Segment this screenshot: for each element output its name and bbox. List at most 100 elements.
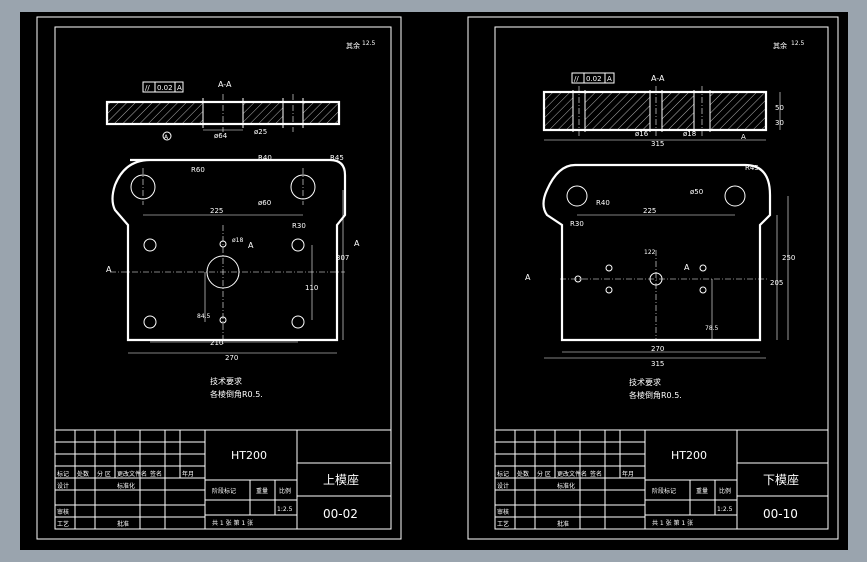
dim-height-a: 250 <box>782 254 795 262</box>
dim-r-left: R30 <box>292 222 306 230</box>
dim-width-inner: 225 <box>643 207 656 215</box>
svg-text://: // <box>574 75 579 83</box>
plan-dimensions: 225 210 270 307 110 84.5 R40 R45 ø60 R60… <box>128 154 349 362</box>
drawing-number: 00-10 <box>763 507 798 521</box>
datum-label: A <box>164 134 169 141</box>
dim-width-inner: 225 <box>210 207 223 215</box>
svg-text:标准化: 标准化 <box>117 482 135 490</box>
svg-text:阶段标记: 阶段标记 <box>652 487 676 495</box>
roughness-label: 其余 <box>773 41 787 50</box>
tech-title: 技术要求 <box>629 377 661 387</box>
svg-text:阶段标记: 阶段标记 <box>212 487 236 495</box>
dim-r-right: R45 <box>330 154 344 162</box>
scale: 1:2.5 <box>277 506 293 513</box>
svg-text:处数: 处数 <box>77 470 89 478</box>
section-dim-2: ø18 <box>683 130 696 138</box>
sheet-border-outer <box>36 16 402 540</box>
roughness-value: 12.5 <box>791 40 805 47</box>
part-name: 下模座 <box>763 472 799 487</box>
dim-bottom-width: 315 <box>651 360 664 368</box>
svg-text:更改文件名: 更改文件名 <box>117 470 147 478</box>
dim-r-top: R40 <box>258 154 272 162</box>
svg-text:比例: 比例 <box>279 487 291 495</box>
svg-text:重量: 重量 <box>696 487 708 495</box>
flatness-tolerance-frame: // 0.02 A <box>142 81 184 93</box>
svg-text:工艺: 工艺 <box>497 520 509 528</box>
flatness-tolerance-frame: // 0.02 A <box>571 72 615 84</box>
height-dim-1: 50 <box>775 104 784 112</box>
section-label: A-A <box>651 74 665 83</box>
title-block: HT200 下模座 00-10 1:2.5 共 1 张 第 1 张 阶段标记 重… <box>494 429 829 530</box>
svg-text:签名: 签名 <box>150 470 162 478</box>
dim-height-c: 78.5 <box>705 325 719 332</box>
overall-width: 315 <box>651 140 664 148</box>
svg-text://: // <box>145 84 150 92</box>
tech-title: 技术要求 <box>210 376 242 386</box>
svg-text:标记: 标记 <box>57 470 69 478</box>
dim-height-a: 307 <box>336 254 349 262</box>
tech-note: 各棱倒角R0.5. <box>629 390 682 400</box>
dim-d-hole: ø60 <box>258 199 271 207</box>
svg-text:比例: 比例 <box>719 487 731 495</box>
dim-width-total: 270 <box>225 354 238 362</box>
svg-text:设计: 设计 <box>57 482 69 490</box>
section-arrow-center: A <box>248 241 254 250</box>
svg-text:签名: 签名 <box>590 470 602 478</box>
tech-note: 各棱倒角R0.5. <box>210 389 263 399</box>
dim-bottom-width: 210 <box>210 339 223 347</box>
sheet-info: 共 1 张 第 1 张 <box>652 519 693 527</box>
svg-text:0.02: 0.02 <box>586 75 602 83</box>
dim-height-b: 205 <box>770 279 783 287</box>
svg-text:工艺: 工艺 <box>57 520 69 528</box>
svg-text:重量: 重量 <box>256 487 268 495</box>
section-view: ø16 ø18 50 30 315 A <box>542 86 784 148</box>
section-arrow-right: A <box>354 239 360 248</box>
title-block: HT200 上模座 00-02 1:2.5 共 1 张 第 1 张 阶段标记 重… <box>54 429 392 530</box>
svg-text:审核: 审核 <box>497 508 509 516</box>
roughness-value: 12.5 <box>362 40 376 47</box>
dim-r-top2: R60 <box>191 166 205 174</box>
svg-text:年月: 年月 <box>182 470 194 478</box>
section-arrow-left: A <box>106 265 112 274</box>
drawing-number: 00-02 <box>323 507 358 521</box>
section-dim-2: ø25 <box>254 128 267 136</box>
height-dim-2: 30 <box>775 119 784 127</box>
svg-text:批准: 批准 <box>117 520 129 528</box>
section-label: A-A <box>218 80 232 89</box>
roughness-label: 其余 <box>346 41 360 50</box>
svg-text:A: A <box>607 75 612 83</box>
plan-view <box>110 158 347 345</box>
material: HT200 <box>671 449 707 462</box>
part-name: 上模座 <box>323 472 359 487</box>
plan-dimensions: 225 270 315 250 205 78.5 R45 R40 R30 122… <box>544 164 795 368</box>
scale: 1:2.5 <box>717 506 733 513</box>
section-arrow-center: A <box>684 263 690 272</box>
svg-text:分 区: 分 区 <box>537 470 551 478</box>
svg-text:处数: 处数 <box>517 470 529 478</box>
svg-text:更改文件名: 更改文件名 <box>557 470 587 478</box>
sheet-lower-die-base: 其余 12.5 A-A // 0.02 A ø16 ø <box>467 16 839 540</box>
sheet-upper-die-base: 其余 12.5 A-A // 0.02 A ø64 ø25 <box>36 16 402 540</box>
sheet-border-outer <box>467 16 839 540</box>
dim-center: ø18 <box>232 237 243 244</box>
section-arrow-left: A <box>525 273 531 282</box>
section-dim-1: ø16 <box>635 130 649 138</box>
svg-text:审核: 审核 <box>57 508 69 516</box>
sheet-info: 共 1 张 第 1 张 <box>212 519 253 527</box>
datum-label: A <box>741 133 746 141</box>
dim-height-b: 110 <box>305 284 318 292</box>
section-dim-1: ø64 <box>214 132 228 140</box>
dim-r-top: R45 <box>745 164 759 172</box>
svg-text:标准化: 标准化 <box>557 482 575 490</box>
dim-d-hole: ø50 <box>690 188 703 196</box>
svg-text:批准: 批准 <box>557 520 569 528</box>
svg-text:标记: 标记 <box>497 470 509 478</box>
dim-r-left: R30 <box>570 220 584 228</box>
svg-text:分 区: 分 区 <box>97 470 111 478</box>
material: HT200 <box>231 449 267 462</box>
dim-width-total: 270 <box>651 345 664 353</box>
dim-r-right: R40 <box>596 199 610 207</box>
svg-text:年月: 年月 <box>622 470 634 478</box>
svg-text:设计: 设计 <box>497 482 509 490</box>
